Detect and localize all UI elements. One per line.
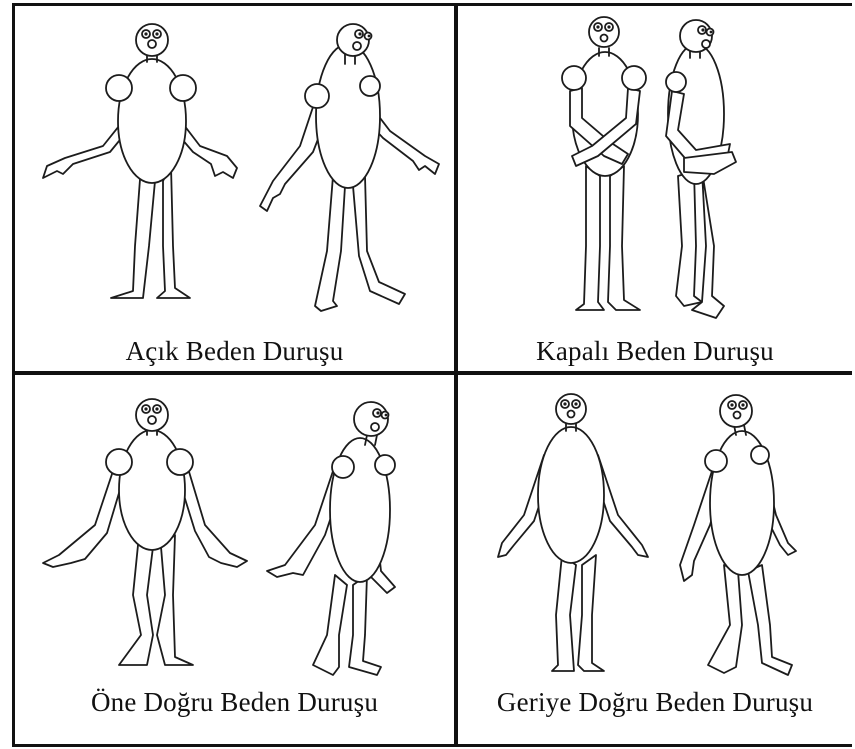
- figure-forward-front: [43, 399, 247, 665]
- figure-backward-front: [498, 394, 648, 671]
- figure-forward-side: [267, 402, 395, 675]
- caption-forward-posture: Öne Doğru Beden Duruşu: [15, 687, 454, 718]
- figure-closed-side: [666, 20, 736, 318]
- panel-closed-posture: Kapalı Beden Duruşu: [458, 6, 852, 371]
- figure-open-side: [260, 24, 439, 311]
- closed-posture-illustration: [458, 6, 852, 371]
- open-posture-illustration: [15, 6, 454, 371]
- panel-forward-posture: Öne Doğru Beden Duruşu: [15, 375, 454, 744]
- panel-open-posture: Açık Beden Duruşu: [15, 6, 454, 371]
- caption-open-posture: Açık Beden Duruşu: [15, 336, 454, 367]
- caption-backward-posture: Geriye Doğru Beden Duruşu: [458, 687, 852, 718]
- panel-backward-posture: Geriye Doğru Beden Duruşu: [458, 375, 852, 744]
- figure-backward-side: [680, 395, 796, 675]
- frame-bottom: [12, 744, 852, 747]
- figure-closed-front: [562, 17, 646, 310]
- figure-open-front: [43, 24, 237, 298]
- caption-closed-posture: Kapalı Beden Duruşu: [458, 336, 852, 367]
